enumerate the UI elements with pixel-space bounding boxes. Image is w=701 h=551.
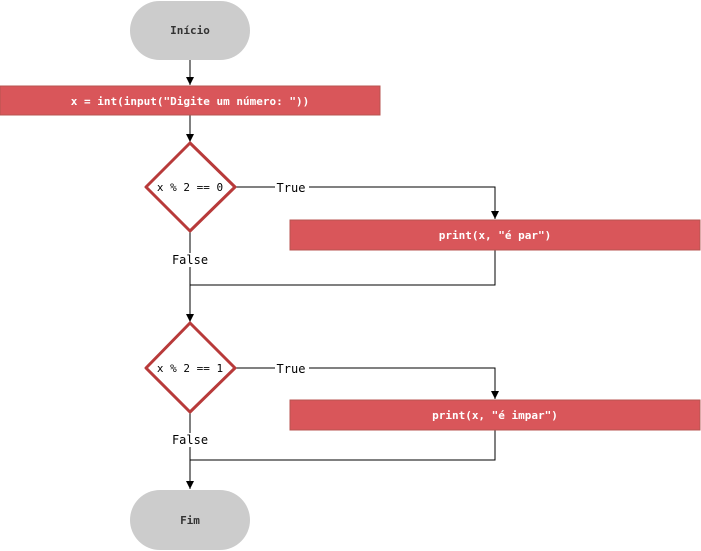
true-label-bg-odd — [275, 361, 309, 375]
print-even-node: print(x, "é par") — [289, 219, 701, 251]
decision-odd-label: x % 2 == 1 — [157, 362, 223, 375]
start-node: Início — [130, 1, 250, 60]
edge-print-even-merge — [190, 250, 496, 286]
true-label-bg-even — [275, 180, 309, 194]
decision-even-true-label: True — [277, 181, 306, 195]
input-process-node: x = int(input("Digite um número: ")) — [0, 85, 381, 116]
print-odd-node: print(x, "é impar") — [289, 399, 701, 431]
end-node: Fim — [130, 490, 250, 550]
connectors — [186, 60, 499, 489]
decision-odd-false-label: False — [172, 433, 208, 447]
edge-print-odd-merge — [190, 430, 496, 461]
print-even-label: print(x, "é par") — [439, 229, 552, 242]
false-label-bg-even — [168, 253, 212, 267]
edge-decision-even-true — [235, 186, 499, 219]
input-process-label: x = int(input("Digite um número: ")) — [71, 95, 309, 108]
start-label: Início — [170, 24, 210, 37]
decision-even-label: x % 2 == 0 — [157, 181, 223, 194]
end-label: Fim — [180, 514, 200, 527]
edge-decision-odd-true — [235, 367, 499, 399]
decision-odd-true-label: True — [277, 362, 306, 376]
decision-even-false-label: False — [172, 253, 208, 267]
false-label-bg-odd — [168, 433, 212, 447]
decision-odd-node: x % 2 == 1 — [144, 321, 237, 414]
decision-even-node: x % 2 == 0 — [144, 141, 237, 233]
print-odd-label: print(x, "é impar") — [432, 409, 558, 422]
